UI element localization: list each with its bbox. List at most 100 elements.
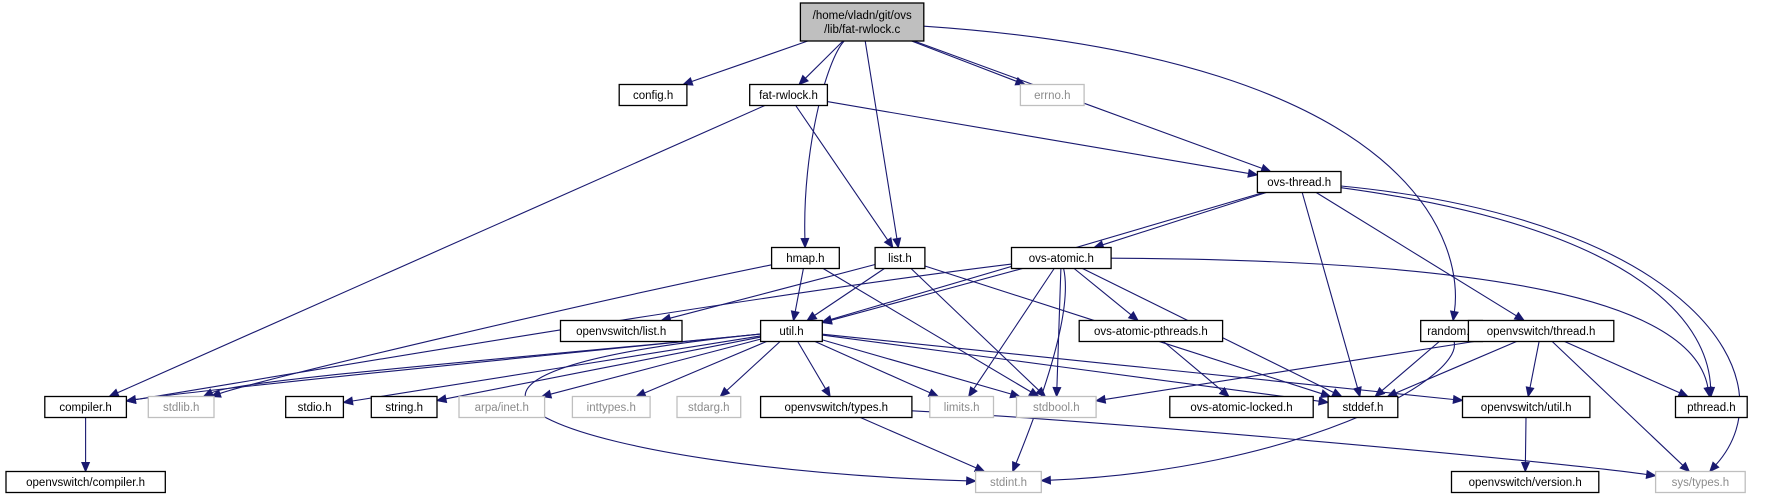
edge-root-to-fatrwlock: [798, 40, 844, 86]
edge-arrowhead: [1645, 469, 1657, 479]
node-inttypes: inttypes.h: [571, 395, 651, 419]
node-ovsthread[interactable]: ovs-thread.h: [1256, 170, 1342, 194]
edge-arrowhead: [125, 394, 137, 404]
node-list[interactable]: list.h: [874, 246, 926, 270]
node-box: [676, 395, 742, 419]
edge-arrowhead: [81, 462, 91, 473]
edge-arrowhead: [798, 74, 809, 86]
node-root[interactable]: /home/vladn/git/ovs/lib/fat-rwlock.c: [799, 2, 925, 42]
edge-util-to-osutil: [822, 333, 1464, 405]
node-box: [874, 246, 926, 270]
edge-arrowhead: [1247, 168, 1259, 178]
edge-line: [1395, 340, 1517, 394]
edge-line: [795, 105, 889, 241]
node-box: [929, 395, 995, 419]
edge-line: [822, 268, 1032, 393]
node-box: [1461, 395, 1591, 419]
edge-line: [352, 335, 761, 402]
edge-arrowhead: [1374, 386, 1386, 398]
node-label: pthread.h: [1687, 402, 1736, 414]
node-util[interactable]: util.h: [759, 319, 823, 343]
node-label: /lib/fat-rwlock.c: [824, 24, 900, 36]
edge-hmap-to-stdlib: [210, 264, 772, 398]
node-box: [974, 470, 1042, 494]
edge-arrowhead: [1449, 310, 1459, 322]
edge-line: [814, 340, 931, 394]
edge-list-to-oslist: [660, 263, 876, 323]
edge-util-to-stdio: [342, 335, 761, 406]
node-osversion[interactable]: openvswitch/version.h: [1450, 470, 1600, 494]
node-box: [1674, 395, 1748, 419]
node-label: limits.h: [944, 402, 980, 414]
edge-root-to-errno: [911, 40, 1027, 86]
edge-line: [797, 341, 826, 389]
node-box: [749, 83, 829, 107]
edge-line: [726, 341, 781, 391]
node-string[interactable]: string.h: [370, 395, 438, 419]
node-atomicpthreads[interactable]: ovs-atomic-pthreads.h: [1078, 319, 1224, 343]
edge-ovsthread-to-stddef: [1301, 192, 1362, 398]
node-label: ovs-atomic-locked.h: [1190, 402, 1292, 414]
edge-line: [814, 268, 885, 316]
node-label: inttypes.h: [587, 402, 636, 414]
node-fatrwlock[interactable]: fat-rwlock.h: [749, 83, 829, 107]
edge-line: [822, 339, 1012, 395]
edge-arrowhead: [635, 388, 647, 397]
node-hmap[interactable]: hmap.h: [770, 246, 840, 270]
edge-line: [913, 40, 1263, 169]
node-label: hmap.h: [786, 253, 824, 265]
node-label: compiler.h: [59, 402, 111, 414]
node-label: list.h: [888, 253, 912, 265]
edge-arrowhead: [927, 388, 940, 398]
edge-arrowhead: [1452, 394, 1464, 405]
node-random[interactable]: random.h: [1420, 319, 1484, 343]
node-label: stdint.h: [990, 477, 1027, 489]
node-config[interactable]: config.h: [618, 83, 688, 107]
node-box: [5, 470, 166, 494]
node-compiler[interactable]: compiler.h: [44, 395, 128, 419]
node-oslist[interactable]: openvswitch/list.h: [559, 319, 683, 343]
node-osutil[interactable]: openvswitch/util.h: [1461, 395, 1591, 419]
edge-line: [211, 333, 761, 394]
edge-arrowhead: [1094, 394, 1107, 404]
node-ovsatomic[interactable]: ovs-atomic.h: [1010, 246, 1112, 270]
node-label: arpa/inet.h: [475, 402, 529, 414]
node-pthread[interactable]: pthread.h: [1674, 395, 1748, 419]
node-box: [1015, 395, 1097, 419]
node-label: fat-rwlock.h: [759, 90, 818, 102]
node-box: [759, 395, 913, 419]
node-box: [799, 2, 925, 42]
edge-arrowhead: [1319, 389, 1332, 398]
node-atomiclocked[interactable]: ovs-atomic-locked.h: [1169, 395, 1314, 419]
node-label: sys/types.h: [1672, 477, 1730, 489]
edge-line: [1102, 191, 1267, 246]
edge-arrowhead: [1035, 386, 1047, 398]
edge-root-to-random: [923, 25, 1459, 322]
node-box: [44, 395, 128, 419]
node-stdio[interactable]: stdio.h: [285, 395, 345, 419]
node-box: [1010, 246, 1112, 270]
node-label: ovs-thread.h: [1267, 177, 1331, 189]
edge-line: [117, 104, 766, 394]
node-osthread[interactable]: openvswitch/thread.h: [1467, 319, 1615, 343]
edge-osthread-to-systypes: [1551, 341, 1691, 473]
edge-osthread-to-stdbool: [1094, 340, 1475, 404]
edge-root-to-config: [681, 40, 809, 86]
node-label: openvswitch/compiler.h: [26, 477, 145, 489]
edge-ovsatomic-to-stdbool: [1052, 268, 1062, 398]
node-stddef[interactable]: stddef.h: [1327, 395, 1399, 419]
node-label: ovs-atomic-pthreads.h: [1094, 326, 1208, 338]
node-box: [759, 319, 823, 343]
node-oscompiler[interactable]: openvswitch/compiler.h: [5, 470, 166, 494]
node-box: [571, 395, 651, 419]
edge-util-to-string: [435, 336, 761, 404]
edge-arrowhead: [435, 394, 448, 404]
edge-root-to-ovsthread: [913, 40, 1272, 173]
edge-compiler-to-oscompiler: [81, 417, 91, 473]
edge-line: [1056, 268, 1062, 388]
node-ostypes[interactable]: openvswitch/types.h: [759, 395, 913, 419]
edge-ovsthread-to-ovsatomic: [1092, 191, 1267, 249]
edge-arrowhead: [1331, 388, 1343, 398]
node-label: openvswitch/util.h: [1481, 402, 1572, 414]
